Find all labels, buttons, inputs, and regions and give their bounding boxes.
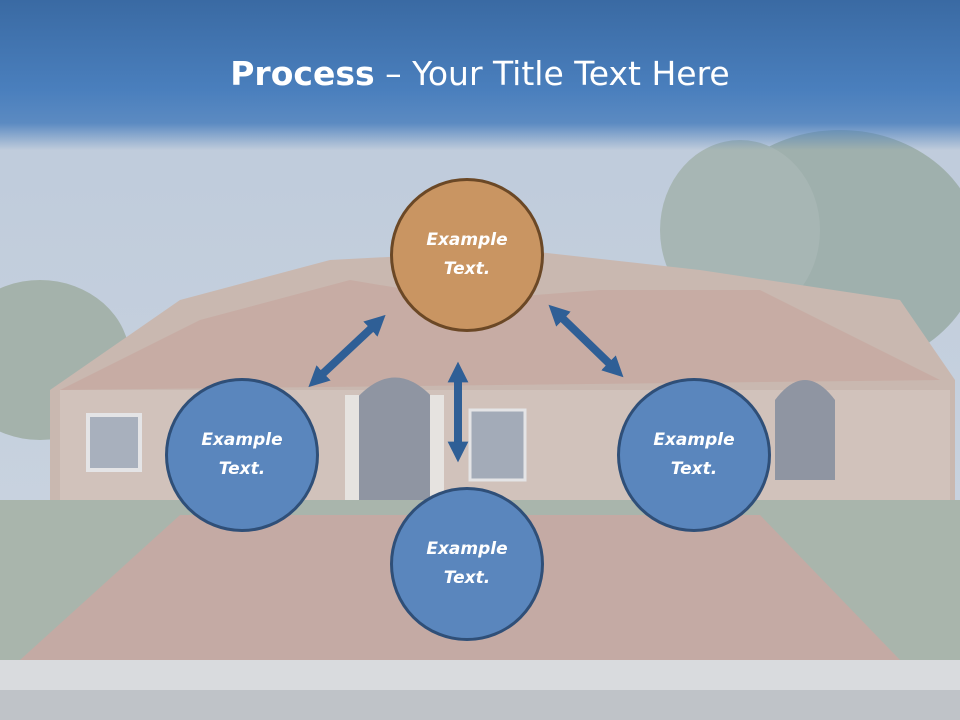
process-node-right: Example Text. xyxy=(617,378,771,532)
node-label-line1: Example xyxy=(653,430,735,450)
node-label-line2: Text. xyxy=(443,259,491,279)
slide-title: Process – Your Title Text Here xyxy=(0,52,960,96)
arrow-top-left xyxy=(308,314,386,388)
node-label-line2: Text. xyxy=(218,459,266,479)
process-node-left: Example Text. xyxy=(165,378,319,532)
arrow-top-right xyxy=(548,304,624,378)
title-bold: Process xyxy=(230,54,375,93)
node-label-line1: Example xyxy=(426,539,508,559)
title-banner xyxy=(0,0,960,150)
node-label-line1: Example xyxy=(201,430,283,450)
node-label-line2: Text. xyxy=(670,459,718,479)
node-label-line1: Example xyxy=(426,230,508,250)
process-node-top: Example Text. xyxy=(390,178,544,332)
process-node-bottom: Example Text. xyxy=(390,487,544,641)
node-label-line2: Text. xyxy=(443,568,491,588)
title-rest: – Your Title Text Here xyxy=(374,54,730,93)
